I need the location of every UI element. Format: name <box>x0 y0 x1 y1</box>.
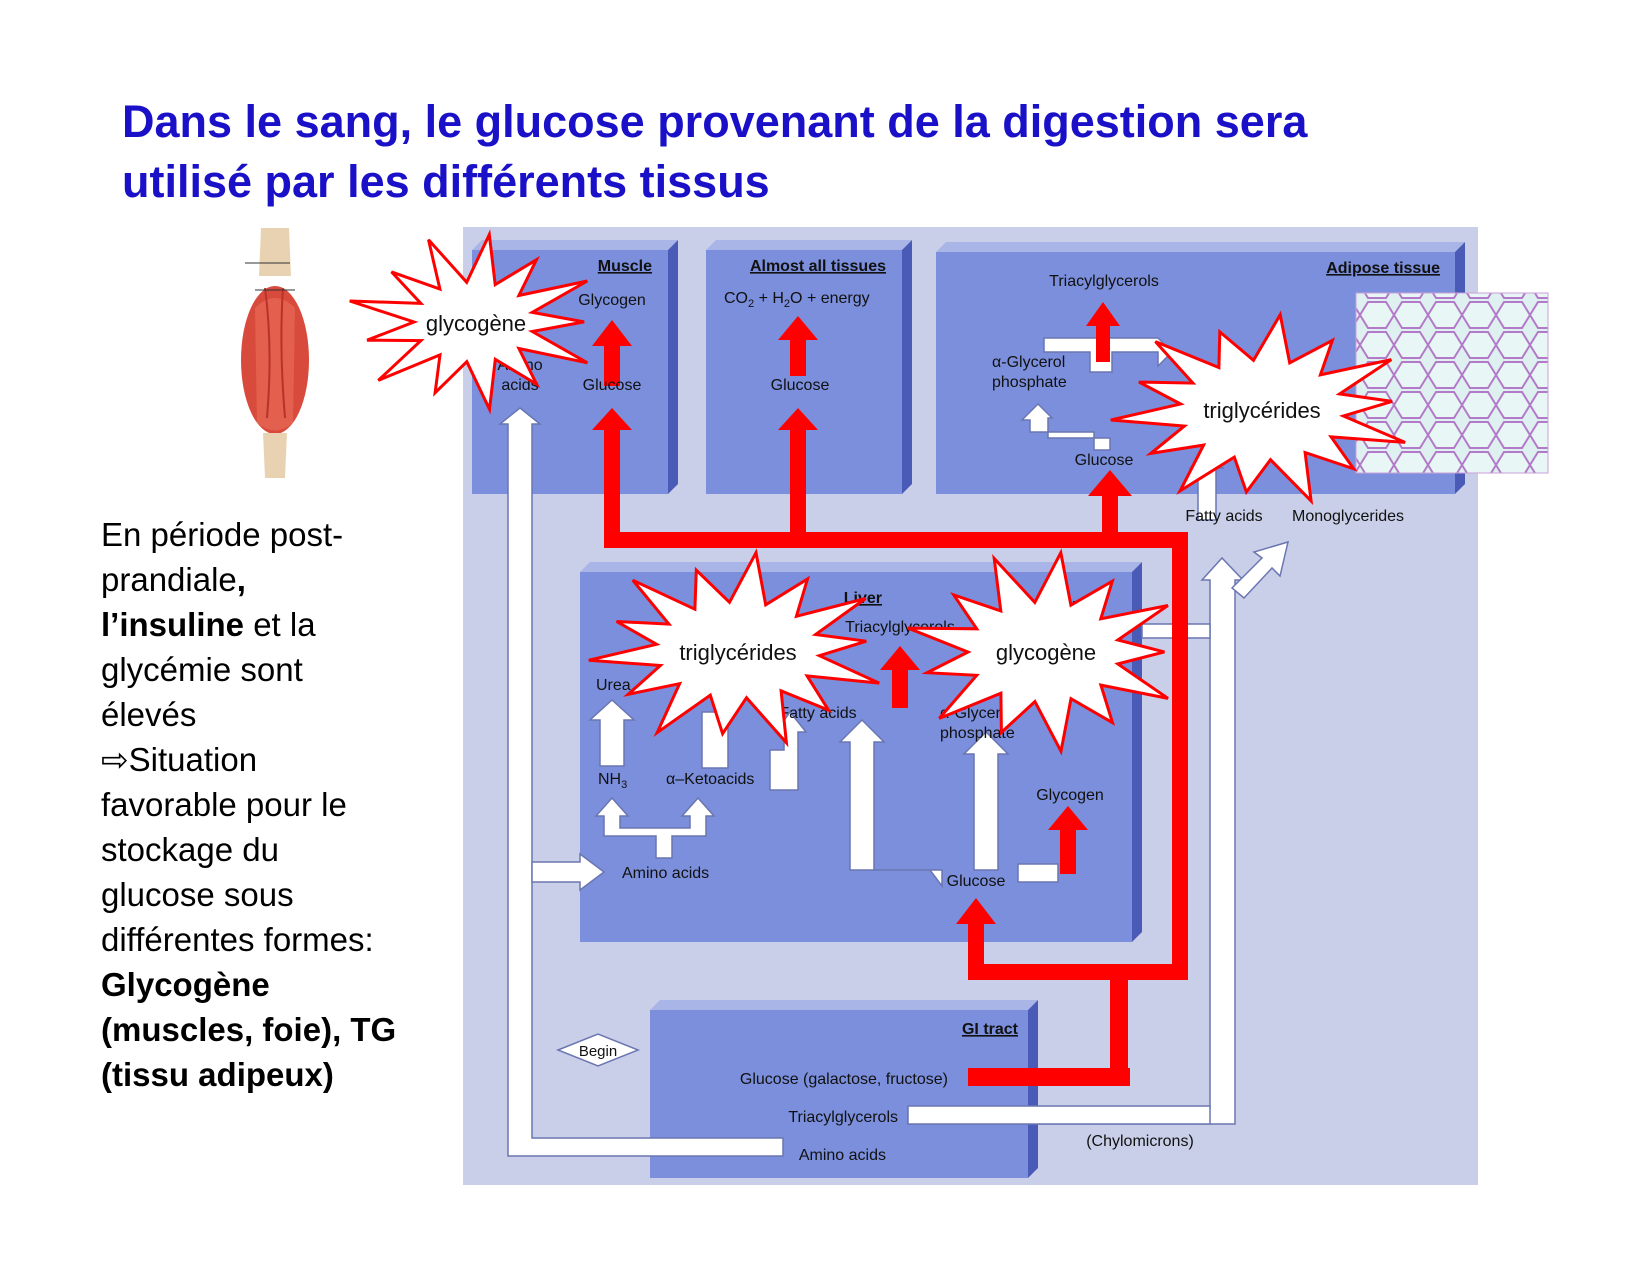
muscle-glucose-label: Glucose <box>583 377 642 394</box>
fatty-acids-label: Fatty acids <box>1185 508 1262 525</box>
red-arrowhead-adipose-triacyl <box>1086 302 1120 326</box>
glucose-to-glycerol-arrow <box>962 730 1010 871</box>
liver-nh3-label: NH3 <box>598 771 627 791</box>
begin-label: Begin <box>579 1043 617 1060</box>
burst-triglycerides-adipose <box>1110 310 1406 506</box>
adipose-glucose-label: Glucose <box>1075 452 1134 469</box>
red-glucose-pathways <box>592 302 1188 1086</box>
almost-all-title: Almost all tissues <box>750 258 886 275</box>
liver-fatty-label: Fatty acids <box>779 705 856 722</box>
slide-title: Dans le sang, le glucose provenant de la… <box>122 92 1542 212</box>
red-arrowhead-adipose <box>1088 470 1132 496</box>
side-word: prandiale <box>101 561 237 598</box>
monoglycerides-label: Monoglycerides <box>1292 508 1404 525</box>
side-line: différentes formes: <box>101 921 374 958</box>
burst-triglycerides-liver-text: triglycérides <box>679 640 796 665</box>
title-line-2: utilisé par les différents tissus <box>122 156 770 207</box>
burst-triglycerides-liver <box>588 548 880 748</box>
side-word: et la <box>244 606 316 643</box>
gi-amino-label: Amino acids <box>799 1147 886 1164</box>
side-word-bold: , <box>236 561 246 598</box>
muscle-title: Muscle <box>598 258 652 275</box>
burst-glycogene-muscle <box>349 229 589 415</box>
gi-triacyl-stub <box>907 1105 1211 1125</box>
side-line: (tissu adipeux) <box>101 1056 334 1093</box>
burst-glycogene-muscle-text: glycogène <box>426 311 526 336</box>
side-line: glucose sous <box>101 876 294 913</box>
gi-title: GI tract <box>962 1021 1019 1038</box>
adipose-title: Adipose tissue <box>1326 260 1440 277</box>
side-line: Glycogène <box>101 966 270 1003</box>
liver-urea-label: Urea <box>596 677 631 694</box>
burst-glycogene-liver <box>907 548 1169 756</box>
monoglyceride-branch-arrow <box>1230 540 1290 600</box>
amino-to-liver-arrow <box>531 852 606 892</box>
side-line: stockage du <box>101 831 279 868</box>
side-line: élevés <box>101 696 197 733</box>
adipose-histology-image <box>1355 292 1549 474</box>
white-pathways <box>497 337 1290 1157</box>
red-arrowhead-liver-triacyl <box>880 646 920 670</box>
right-arrow-icon: ⇨ <box>101 741 129 778</box>
glucose-to-fatty-arrow <box>838 718 943 889</box>
side-word: Situation <box>128 741 258 778</box>
liver-amino-label: Amino acids <box>622 865 709 882</box>
gi-triacyl-label: Triacylglycerols <box>788 1109 898 1126</box>
liver-glucose-label: Glucose <box>947 873 1006 890</box>
liver-glycerol-label-b: phosphate <box>940 725 1015 742</box>
burst-triglycerides-adipose-text: triglycérides <box>1203 398 1320 423</box>
red-arrowhead-co2 <box>778 316 818 340</box>
red-arrowhead-tissues <box>778 408 818 430</box>
red-arrowhead-liver-glycogen <box>1048 806 1088 830</box>
adipose-triacyl-label: Triacylglycerols <box>1049 273 1159 290</box>
liver-glycogen-label: Glycogen <box>1036 787 1104 804</box>
almost-all-tissues-box <box>706 240 912 494</box>
muscle-glycogen-label: Glycogen <box>578 292 646 309</box>
title-line-1: Dans le sang, le glucose provenant de la… <box>122 96 1308 147</box>
co2-label: CO2 + H2O + energy <box>724 290 870 310</box>
gi-glucose-label: Glucose (galactose, fructose) <box>740 1071 948 1088</box>
side-text-block: En période post- prandiale, l’insuline e… <box>101 512 451 1097</box>
red-arrowhead-muscle-glycogen <box>592 320 632 346</box>
red-top-distribution <box>604 532 1188 548</box>
burst-glycogene-liver-text: glycogène <box>996 640 1096 665</box>
glucose-to-glycogen-stub <box>1017 863 1059 883</box>
adipose-glycerol-label-a: α-Glycerol <box>992 354 1065 371</box>
muscle-illustration <box>241 228 309 478</box>
red-main-riser <box>1172 532 1188 980</box>
side-line: favorable pour le <box>101 786 347 823</box>
amino-split-arrow <box>594 796 716 859</box>
nh3-to-urea-arrow <box>588 698 636 767</box>
side-line: (muscles, foie), TG <box>101 1011 397 1048</box>
tissues-glucose-label: Glucose <box>771 377 830 394</box>
insulin-word: l’insuline <box>101 606 245 643</box>
liver-ketoacids-label: α–Ketoacids <box>666 771 754 788</box>
side-line: prandiale, <box>101 557 451 602</box>
begin-diamond <box>555 1033 641 1067</box>
side-line: En période post- <box>101 516 344 553</box>
side-line: ⇨Situation <box>101 737 451 782</box>
adipose-glycerol-label-b: phosphate <box>992 374 1067 391</box>
side-line: l’insuline et la <box>101 602 451 647</box>
gi-glucose-outflow <box>968 1068 1130 1086</box>
red-arrowhead-liver-glucose <box>956 898 996 924</box>
red-arrowhead-muscle <box>592 408 632 430</box>
side-line: glycémie sont <box>101 651 303 688</box>
amino-acid-pathway-arrow <box>497 407 784 1157</box>
chylomicrons-label: (Chylomicrons) <box>1086 1133 1194 1150</box>
